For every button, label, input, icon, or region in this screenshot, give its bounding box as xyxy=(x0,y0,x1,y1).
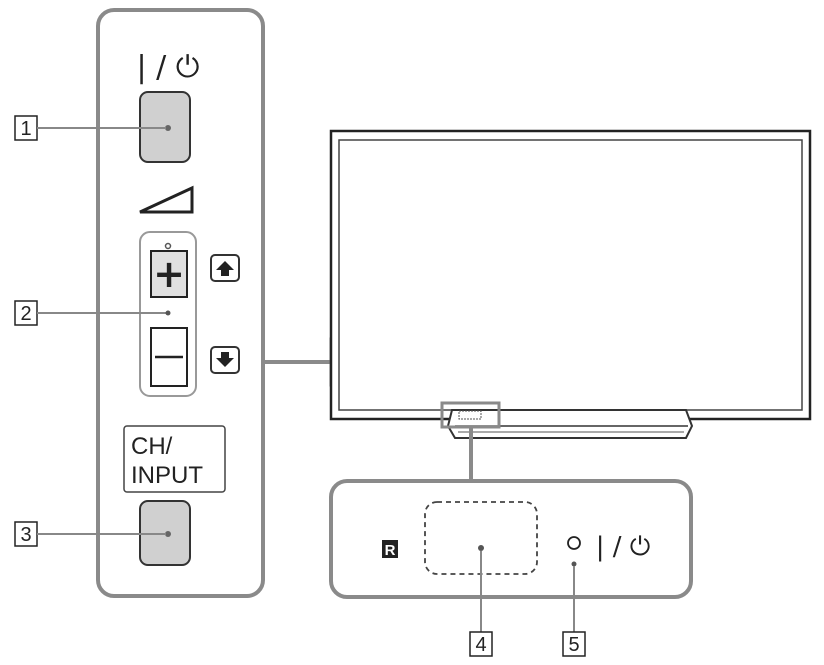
power-indicator-symbol: | / ⏻ xyxy=(596,532,651,562)
callout-1-number: 1 xyxy=(20,118,31,140)
ch-input-button-dot xyxy=(165,531,171,537)
remote-sensor-icon xyxy=(382,540,398,558)
tv-bottom-sensor-mini xyxy=(458,410,482,420)
tv-stand xyxy=(446,409,694,439)
volume-plus-label: + xyxy=(153,252,185,296)
ch-input-label-line2: INPUT xyxy=(131,462,203,489)
callout-5-number: 5 xyxy=(568,634,579,656)
power-indicator-light xyxy=(567,536,581,550)
front-panel-detail xyxy=(329,479,693,599)
callout-4-number: 4 xyxy=(475,634,486,656)
ch-input-label-line1: CH/ xyxy=(131,433,173,460)
remote-sensor-center-dot xyxy=(478,545,484,551)
tv-screen xyxy=(338,139,803,411)
callout-4-box xyxy=(469,631,493,657)
callout-5-box xyxy=(562,631,586,657)
ch-input-label-box xyxy=(123,425,226,493)
callout-3-number: 3 xyxy=(20,524,31,546)
callout-2-dot xyxy=(165,310,171,316)
remote-sensor-symbol: R xyxy=(385,542,396,559)
up-arrow-icon xyxy=(216,261,234,276)
power-button-dot xyxy=(165,125,171,131)
volume-plus-button[interactable] xyxy=(150,250,188,298)
volume-plus-dot xyxy=(164,242,172,250)
panel-power-label: | / ⏻ xyxy=(136,50,199,85)
power-indicator-dot xyxy=(571,561,577,567)
callout-2-number: 2 xyxy=(20,303,31,325)
volume-wedge-icon xyxy=(139,185,194,214)
down-arrow-icon xyxy=(216,352,234,367)
